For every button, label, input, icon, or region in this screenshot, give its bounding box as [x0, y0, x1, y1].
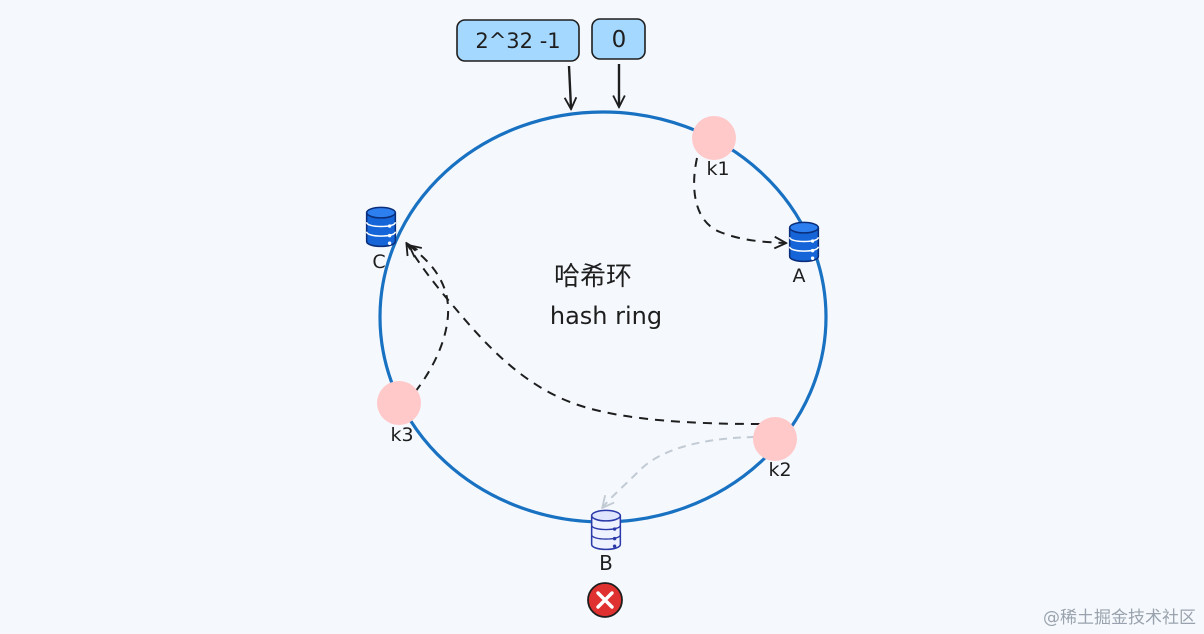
max-value-box: 2^32 -1 [456, 19, 580, 62]
max-value-arrow [569, 65, 571, 108]
server-label-b: B [599, 551, 613, 575]
watermark: @稀土掘金技术社区 [1043, 608, 1196, 628]
zero-value-box: 0 [591, 18, 646, 60]
k3-to-c-arrow [410, 246, 450, 393]
k2-to-c-arrow [407, 244, 761, 425]
server-b-failure-x-icon [587, 582, 623, 618]
server-c-icon [365, 206, 397, 248]
max-value-label: 2^32 -1 [475, 29, 560, 53]
server-a-icon [788, 221, 820, 263]
key-label-k2: k2 [768, 459, 791, 481]
key-label-k1: k1 [706, 158, 729, 180]
server-label-a: A [793, 265, 806, 287]
server-label-c: C [372, 251, 385, 273]
k2-to-b-arrow [603, 436, 756, 507]
key-label-k3: k3 [390, 424, 413, 446]
zero-value-label: 0 [612, 27, 627, 53]
server-b-failed-icon [590, 509, 622, 551]
key-node-k2 [753, 417, 797, 461]
ring-subtitle: hash ring [550, 302, 662, 330]
key-node-k1 [692, 116, 736, 160]
k1-to-a-arrow [693, 157, 785, 243]
ring-title: 哈希环 [554, 262, 632, 292]
key-node-k3 [377, 381, 421, 425]
